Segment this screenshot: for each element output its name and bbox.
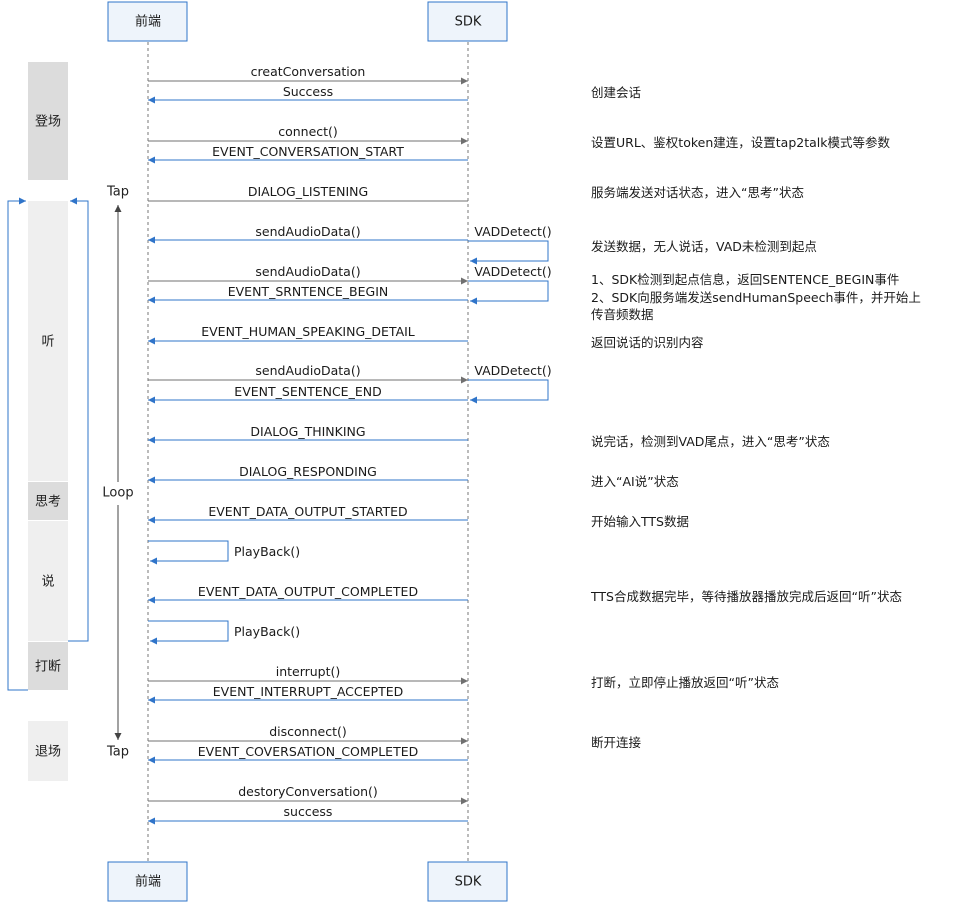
actor-sdk-bottom-label: SDK [455,875,482,890]
actor-frontend-bottom: 前端 [107,861,188,902]
actor-sdk-top-label: SDK [455,15,482,30]
msg-send-audio-data-1-label: sendAudioData() [255,224,360,239]
note-tts-complete: TTS合成数据完毕，等待播放器播放完成后返回“听”状态 [590,589,902,604]
note-sentence-begin-1: 1、SDK检测到起点信息，返回SENTENCE_BEGIN事件 [591,272,899,287]
msg-playback-1 [148,540,229,565]
phase-interrupt-bg [28,642,68,690]
phase-think-bg [28,482,68,520]
phase-exit-bg [28,721,68,781]
interrupt-loopback-arrow [7,197,28,691]
msg-disconnect-label: disconnect() [269,724,347,739]
msg-vad-detect-3-label: VADDetect() [474,363,551,378]
msg-vad-detect-2 [468,280,549,305]
note-sentence-begin-2: 2、SDK向服务端发送sendHumanSpeech事件，并开始上 [591,290,921,305]
note-ai-speaking: 进入“AI说”状态 [591,474,679,489]
note-sentence-begin-3: 传音频数据 [591,307,654,322]
loop-tap-top: Tap [106,185,129,200]
speak-loopback-arrow [68,197,89,642]
msg-vad-detect-1 [468,240,549,265]
msg-vad-detect-3 [468,379,549,404]
actor-sdk-top: SDK [427,1,508,42]
msg-event-data-output-started-label: EVENT_DATA_OUTPUT_STARTED [208,504,407,519]
actor-frontend-top: 前端 [107,1,188,42]
msg-creat-conversation-label: creatConversation [251,64,366,79]
msg-send-audio-data-2-label: sendAudioData() [255,264,360,279]
phase-listen-bg [28,201,68,481]
msg-success-final-label: success [284,804,333,819]
phase-interrupt-label: 打断 [35,660,61,675]
phase-exit-label: 退场 [35,745,61,760]
phase-think-label: 思考 [35,495,61,510]
msg-dialog-thinking-label: DIALOG_THINKING [250,424,365,439]
note-server-state: 服务端发送对话状态，进入“思考”状态 [591,185,804,200]
msg-destory-conversation-label: destoryConversation() [238,784,378,799]
msg-playback-2-label: PlayBack() [234,624,300,639]
msg-connect-label: connect() [278,124,338,139]
msg-dialog-responding-label: DIALOG_RESPONDING [239,464,377,479]
msg-dialog-listening-label: DIALOG_LISTENING [248,184,368,199]
phase-speak-bg [28,521,68,641]
msg-interrupt-label: interrupt() [276,664,341,679]
phase-enter-label: 登场 [35,115,61,130]
note-no-speech: 发送数据，无人说话，VAD未检测到起点 [591,239,817,254]
note-connect-params: 设置URL、鉴权token建连，设置tap2talk模式等参数 [591,135,890,150]
loop-label: Loop [102,486,133,501]
msg-playback-1-label: PlayBack() [234,544,300,559]
msg-event-interrupt-accepted-label: EVENT_INTERRUPT_ACCEPTED [213,684,403,699]
note-disconnect: 断开连接 [591,735,642,750]
phase-listen-label: 听 [41,335,54,350]
msg-event-coversation-completed-label: EVENT_COVERSATION_COMPLETED [198,744,418,759]
msg-event-human-speaking-detail-label: EVENT_HUMAN_SPEAKING_DETAIL [201,324,415,339]
note-create-session: 创建会话 [591,85,641,100]
actor-sdk-bottom: SDK [427,861,508,902]
actor-frontend-top-label: 前端 [135,14,161,30]
note-tts-start: 开始输入TTS数据 [591,514,689,529]
note-recognition: 返回说话的识别内容 [591,335,704,350]
msg-event-sentence-end-label: EVENT_SENTENCE_END [234,384,381,399]
note-interrupt: 打断，立即停止播放返回“听”状态 [591,675,779,690]
msg-event-data-output-completed-label: EVENT_DATA_OUTPUT_COMPLETED [198,584,418,599]
msg-event-conversation-start-label: EVENT_CONVERSATION_START [212,144,404,159]
msg-playback-2 [148,620,229,645]
note-thinking: 说完话，检测到VAD尾点，进入“思考”状态 [591,434,830,449]
msg-vad-detect-2-label: VADDetect() [474,264,551,279]
loop-tap-bottom: Tap [106,745,129,760]
phase-speak-label: 说 [41,575,54,590]
msg-send-audio-data-3-label: sendAudioData() [255,363,360,378]
msg-vad-detect-1-label: VADDetect() [474,224,551,239]
phase-enter-bg [28,62,68,180]
msg-success-label: Success [283,84,333,99]
actor-frontend-bottom-label: 前端 [135,874,161,890]
msg-event-srntence-begin-label: EVENT_SRNTENCE_BEGIN [228,284,389,299]
